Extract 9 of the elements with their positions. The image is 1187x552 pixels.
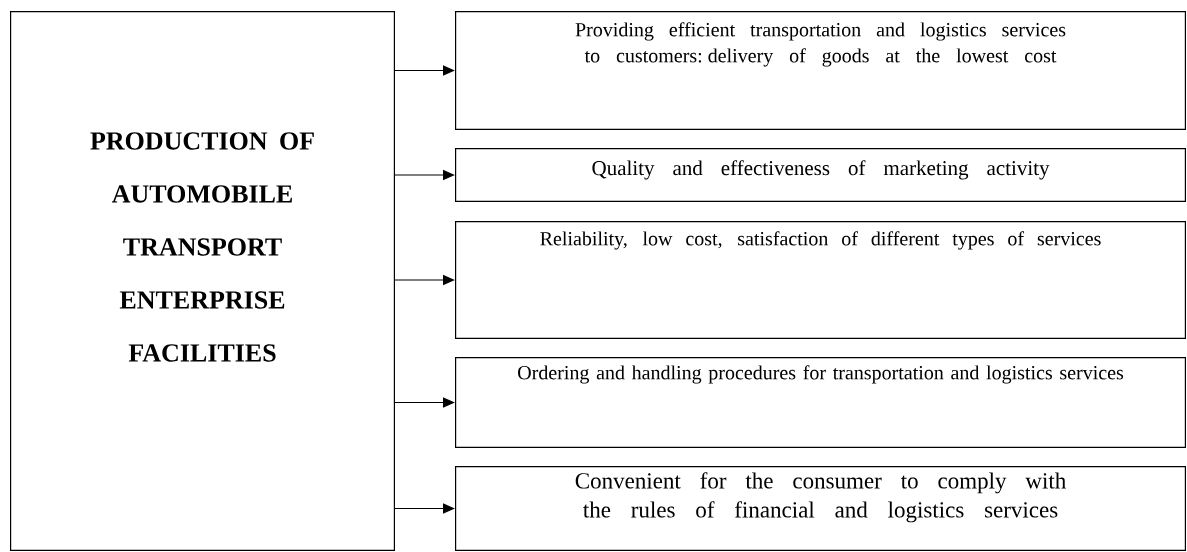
arrow — [394, 503, 455, 514]
text-box: Reliability, low cost, satisfaction of different types of services — [455, 221, 1186, 339]
text-box: Convenient for the consumer to comply with the rules of financial and logistics services — [455, 466, 1186, 551]
text-box: Ordering and handling procedures for transportation and logistics services — [455, 357, 1186, 448]
arrow — [394, 65, 455, 76]
title-box: PRODUCTION OF AUTOMOBILE TRANSPORT ENTERPRISE FACILITIES — [10, 11, 395, 551]
arrow — [394, 397, 455, 408]
text-box: Providing efficient transportation and logistics services to customers: delivery of goods at the lowest cost — [455, 11, 1186, 130]
text-box: Quality and effectiveness of marketing activity — [455, 148, 1186, 202]
